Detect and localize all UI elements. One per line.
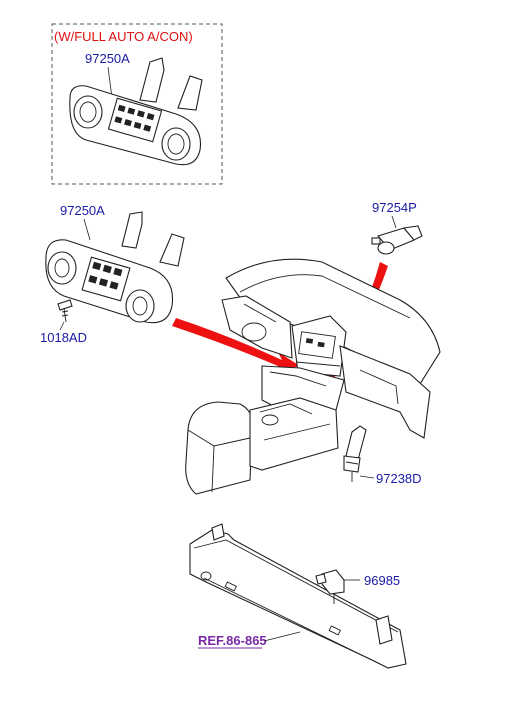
label-97238d: 97238D — [376, 471, 422, 486]
reference-label[interactable]: REF.86-865 — [198, 633, 267, 648]
label-1018ad: 1018AD — [40, 330, 87, 345]
label-96985: 96985 — [364, 573, 400, 588]
in-car-sensor — [371, 225, 423, 255]
manual-climate-panel — [45, 211, 185, 324]
air-duct — [343, 425, 367, 482]
callout-arrow-panel — [172, 318, 300, 372]
crossmember-bracket — [189, 523, 407, 669]
dashboard-assembly — [185, 258, 441, 495]
full-auto-climate-panel — [69, 57, 203, 166]
label-97250a-full-auto: 97250A — [85, 51, 130, 66]
label-97254p: 97254P — [372, 200, 417, 215]
screw — [57, 299, 73, 323]
duct-group: 97238D — [343, 425, 422, 486]
part-96985-group: 96985 — [315, 569, 400, 604]
connector-part — [315, 569, 345, 604]
crossmember-group: REF.86-865 — [189, 523, 407, 669]
label-97250a-manual: 97250A — [60, 203, 105, 218]
variant-note: (W/FULL AUTO A/CON) — [54, 29, 193, 44]
sensor-group: 97254P — [371, 200, 423, 255]
manual-climate-panel-group: 97250A 1018AD — [40, 203, 185, 345]
full-auto-detail-box: (W/FULL AUTO A/CON) 97250A — [51, 23, 223, 185]
